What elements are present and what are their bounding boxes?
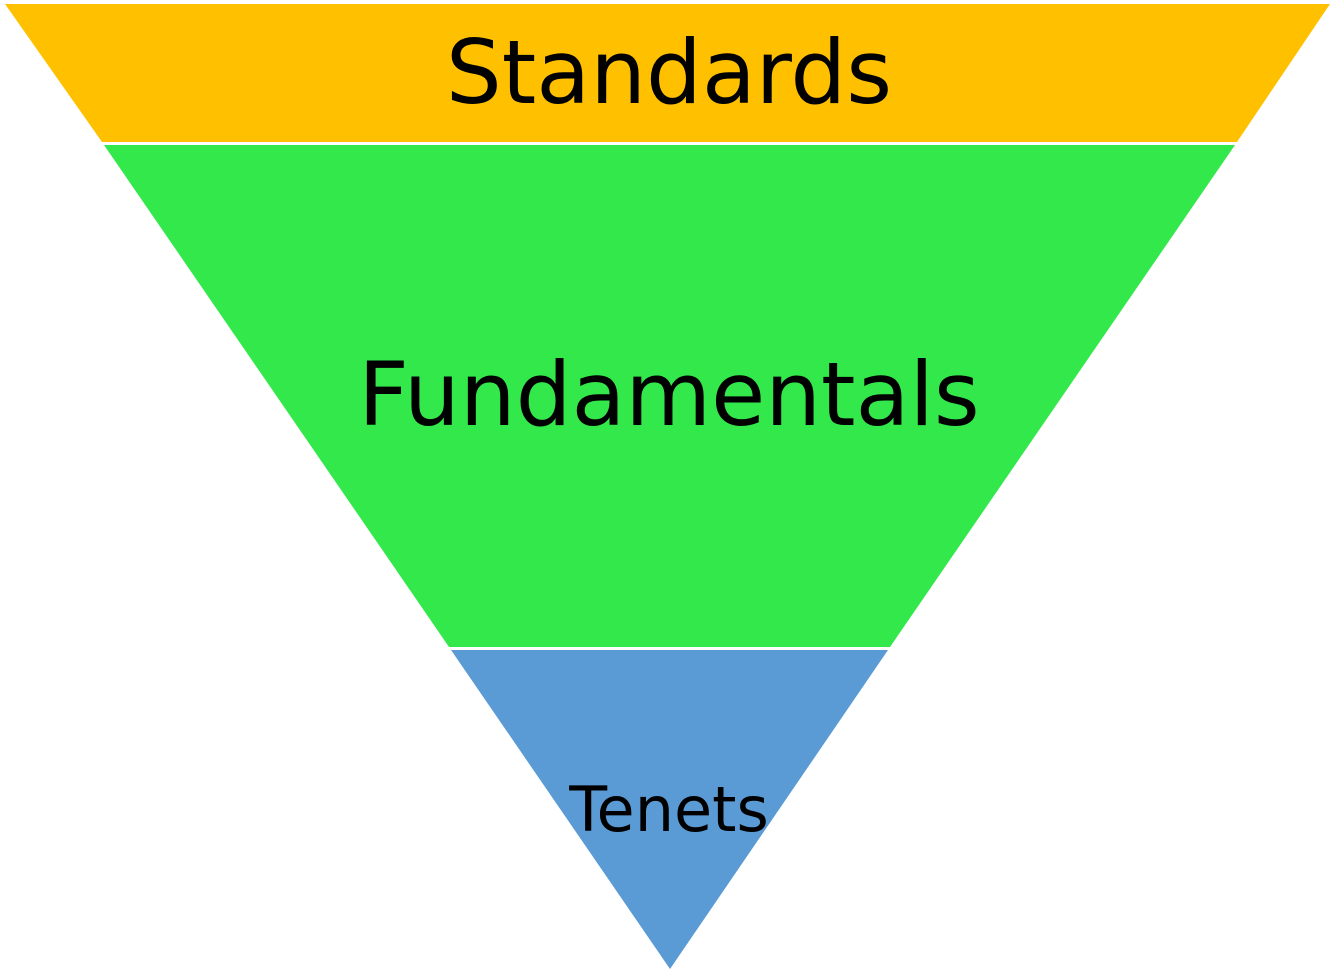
standards-label: Standards — [446, 21, 892, 124]
tenets-layer — [451, 650, 888, 969]
fundamentals-layer — [104, 145, 1235, 647]
fundamentals-label: Fundamentals — [358, 343, 980, 446]
standards-layer — [5, 4, 1330, 142]
tenets-label: Tenets — [568, 773, 769, 846]
